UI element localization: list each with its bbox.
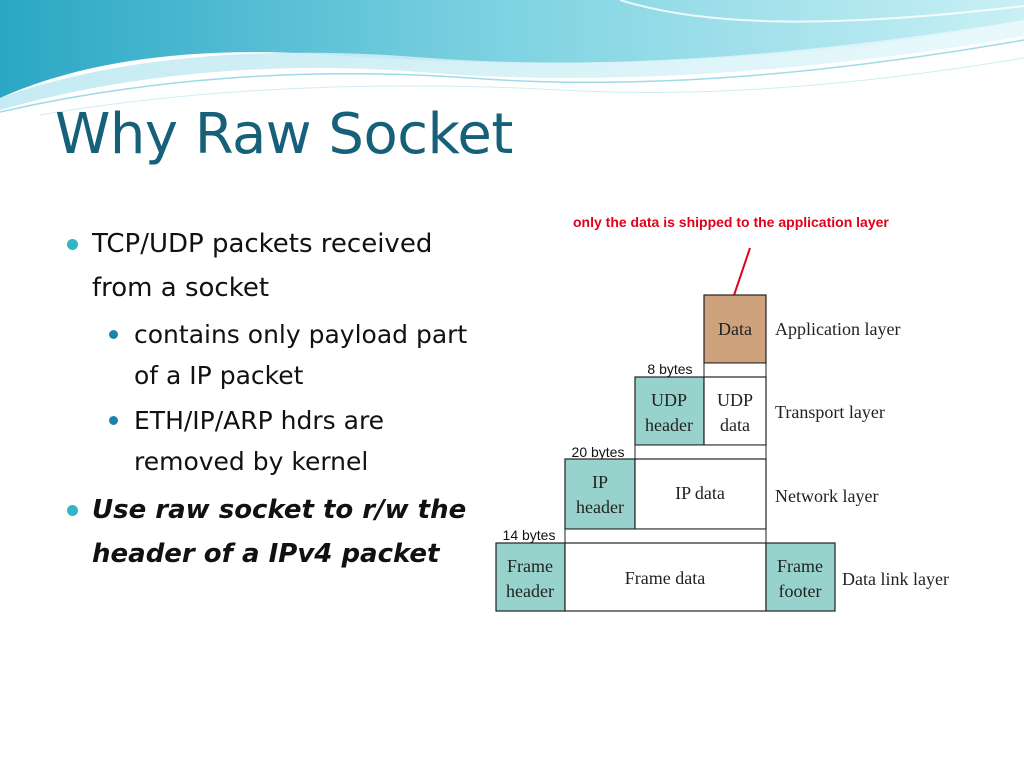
app-data-block [703,294,767,364]
svg-text:header: header [506,581,554,601]
svg-text:header: header [645,415,693,435]
udp-header-label: UDP [651,390,687,410]
bullet-dot-icon [67,505,78,516]
bullet-dot-icon [67,239,78,250]
frame-footer-label: Frame [777,556,823,576]
frame-footer-block [765,542,836,612]
size-label-ip: 20 bytes [572,444,625,460]
bullet-item-emphasis: Use raw socket to r/w the header of a IP… [60,488,490,576]
bullet-list: TCP/UDP packets received from a socket c… [60,222,490,580]
ip-data-label: IP data [675,483,725,503]
bullet-text: TCP/UDP packets received from a socket [92,229,433,303]
sub-bullet-dot-icon [109,330,118,339]
ip-header-label: IP [592,472,608,492]
bullet-text: Use raw socket to r/w the header of a IP… [92,495,467,569]
ip-header-block [564,458,636,530]
svg-text:footer: footer [779,581,822,601]
frame-data-label: Frame data [625,568,705,588]
udp-data-block [703,376,767,446]
layer-label-transport: Transport layer [775,402,885,422]
sub-bullet-item: ETH/IP/ARP hdrs are removed by kernel [60,400,490,482]
bullet-item: TCP/UDP packets received from a socket [60,222,490,310]
app-data-label: Data [718,319,752,339]
svg-text:header: header [576,497,624,517]
header-wave-banner [0,0,1024,116]
diagram-caption: only the data is shipped to the applicat… [573,214,889,230]
svg-text:data: data [720,415,750,435]
layer-label-data-link: Data link layer [842,569,949,589]
frame-header-label: Frame [507,556,553,576]
sub-bullet-text: ETH/IP/ARP hdrs are removed by kernel [134,406,385,476]
size-label-frame: 14 bytes [503,527,556,543]
udp-data-label: UDP [717,390,753,410]
frame-header-block [495,542,566,612]
size-label-udp: 8 bytes [647,361,692,377]
sub-bullet-item: contains only payload part of a IP packe… [60,314,490,396]
ip-data-block [634,458,767,530]
sub-bullet-list: contains only payload part of a IP packe… [60,314,490,482]
sub-bullet-dot-icon [109,416,118,425]
sub-bullet-text: contains only payload part of a IP packe… [134,320,468,390]
encapsulation-diagram: Data Application layer 8 bytes UDP heade… [495,247,949,612]
layer-label-network: Network layer [775,486,878,506]
layer-label-application: Application layer [775,319,900,339]
slide-title: Why Raw Socket [55,102,513,167]
